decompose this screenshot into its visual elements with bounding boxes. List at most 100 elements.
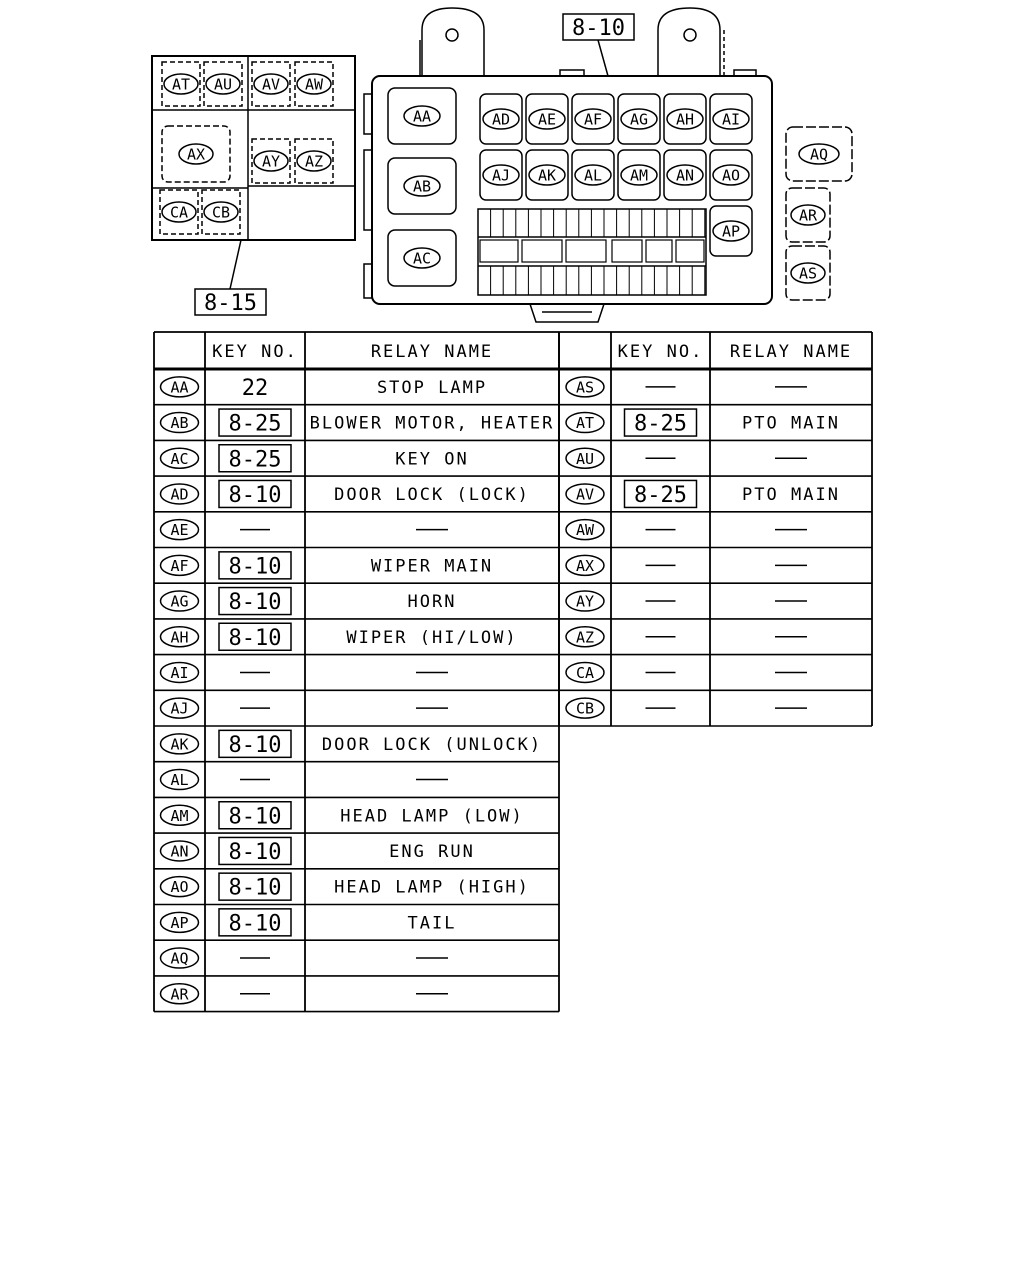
callout-main-label: 8-10 [572,16,625,41]
relay-label-aq: AQ [159,947,200,969]
key-number: 22 [242,376,269,401]
key-number: 8-10 [229,840,282,865]
relay-id-text: AR [799,207,818,225]
relay-label-aq: AQ [798,143,840,165]
relay-table-grid [153,331,873,1013]
relay-id-text: AF [170,557,188,575]
relay-label-ay: AY [253,150,289,172]
relay-id-text: AM [630,167,648,185]
relay-label-ca: CA [565,661,605,684]
relay-label-ah: AH [159,626,200,648]
relay-id-text: AT [172,76,190,94]
relay-name: STOP LAMP [377,378,487,398]
relay-label-ad: AD [159,483,200,505]
relay-label-ab: AB [403,175,441,197]
table-row: CA [565,661,807,684]
relay-id-text: AN [170,842,188,860]
main-slot-aa: AA [387,87,457,145]
relay-label-af: AF [159,554,200,577]
relay-label-aw: AW [296,73,332,95]
relay-id-text: AU [214,76,232,94]
main-slot-ai: AI [709,93,753,145]
callout-8-10: 8-10 [562,13,635,77]
relay-id-text: AB [413,178,431,196]
side-relay-aq: AQ [785,126,853,182]
key-number: 8-10 [229,590,282,615]
table-row: AJ [159,697,448,719]
main-slot-ah: AH [663,93,707,145]
sub-slot-ay: AY [251,138,291,184]
relay-label-ak: AK [528,164,566,186]
relay-label-aa: AA [403,105,441,127]
relay-label-an: AN [159,840,200,862]
relay-label-ar: AR [790,204,826,226]
relay-label-ad: AD [482,108,520,130]
relay-label-ax: AX [178,143,214,165]
relay-id-text: AS [799,265,817,283]
relay-label-av: AV [253,73,289,95]
left-header-key-no: KEY NO. [212,342,298,362]
key-number: 8-10 [229,626,282,651]
relay-name: WIPER MAIN [371,556,493,576]
key-number: 8-10 [229,483,282,508]
relay-id-text: AH [170,628,188,646]
relay-label-ar: AR [159,983,200,1005]
relay-id-text: AT [576,414,594,432]
relay-name: TAIL [408,913,457,933]
relay-id-text: AS [576,378,594,396]
relay-label-ai: AI [712,108,750,130]
relay-id-text: CB [212,204,230,222]
relay-label-ac: AC [403,247,441,269]
table-row: AS [565,376,807,398]
relay-name: ENG RUN [389,842,475,862]
main-slot-al: AL [571,149,615,201]
relay-label-ag: AG [159,590,200,612]
right-header-relay-name: RELAY NAME [730,342,852,362]
relay-label-ag: AG [620,108,658,130]
relay-id-text: CA [170,204,188,222]
relay-label-at: AT [565,411,605,434]
relay-id-text: AP [170,914,188,932]
table-row: AQ [159,947,448,969]
relay-id-text: AJ [492,167,510,185]
relay-id-text: AG [170,593,188,611]
relay-id-text: AB [170,414,188,432]
key-number: 8-10 [229,733,282,758]
relay-id-text: AN [676,167,694,185]
relay-name: HORN [408,592,457,612]
relay-label-cb: CB [203,201,239,223]
table-row: AN 8-10 ENG RUN [159,836,475,866]
table-row: CB [565,697,807,719]
relay-name: DOOR LOCK (LOCK) [334,485,530,505]
table-row: AX [565,554,807,577]
relay-id-text: AX [187,146,205,164]
relay-id-text: AP [722,223,740,241]
relay-label-ao: AO [159,875,200,898]
relay-label-ao: AO [712,164,750,186]
right-header-key-no: KEY NO. [618,342,704,362]
relay-id-text: AC [170,450,188,468]
relay-label-ca: CA [161,201,197,223]
table-row: AU [565,447,807,469]
relay-name: DOOR LOCK (UNLOCK) [322,735,542,755]
relay-label-al: AL [574,164,612,186]
relay-label-az: AZ [296,150,332,172]
relay-label-ah: AH [666,108,704,130]
relay-label-cb: CB [565,697,605,719]
relay-label-az: AZ [565,626,605,648]
relay-label-an: AN [666,164,704,186]
relay-id-text: AW [305,76,324,94]
sub-relay-box [151,55,356,241]
relay-label-as: AS [790,262,826,284]
main-slot-ae: AE [525,93,569,145]
relay-name: BLOWER MOTOR, HEATER [310,414,555,434]
table-row: AZ [565,626,807,648]
side-relays: AQ AR AS [785,126,853,301]
relay-id-text: AJ [170,700,188,718]
relay-id-text: AA [413,108,431,126]
